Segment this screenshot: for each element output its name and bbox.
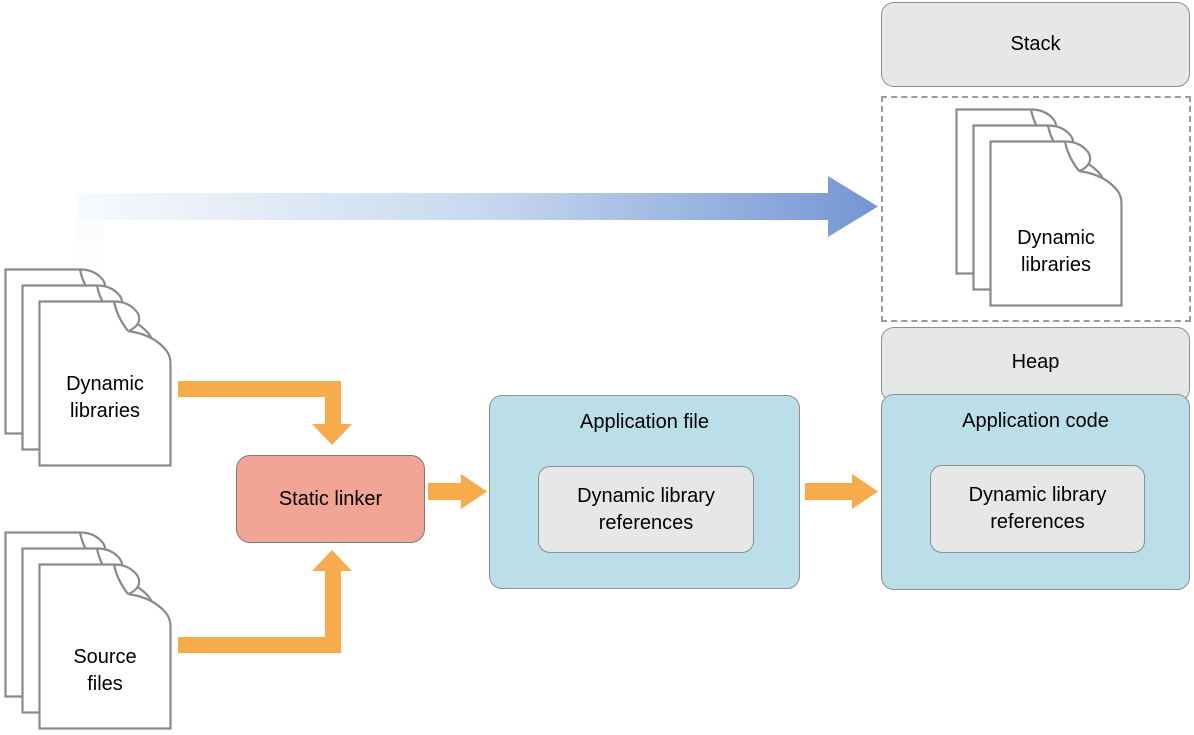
heap-dynamic-library-references-box: Dynamic library references [930,465,1145,553]
heap-dynamic-library-references-label: Dynamic library references [968,484,1107,533]
source-files-label: Source files [73,645,137,695]
application-file-title: Application file [580,411,709,433]
stack-box: Stack [881,2,1190,87]
arrow-application-file-to-heap [805,474,878,509]
memory-dynamic-libraries-label: Dynamic libraries [1017,226,1095,276]
static-linker-label: Static linker [278,487,383,510]
application-file-box: Application file Dynamic library referen… [489,395,800,589]
arrow-dynamic-libraries-to-static-linker [178,381,352,445]
document-stack-icon [4,531,172,730]
static-linker-box: Static linker [236,455,425,543]
arrow-dynamic-libraries-to-stack [77,176,878,237]
application-code-box: Application code Dynamic library referen… [881,394,1190,590]
loaded-dynamic-libraries-region: Dynamic libraries [881,96,1191,322]
heap-box: Heap [881,327,1190,402]
document-stack-icon [955,108,1123,307]
stack-label: Stack [1010,33,1061,55]
file-dynamic-library-references-box: Dynamic library references [538,466,754,553]
application-code-title: Application code [962,410,1109,432]
arrow-static-linker-to-application-file [428,474,487,509]
heap-label: Heap [1011,350,1060,373]
document-stack-icon [4,268,172,467]
dynamic-libraries-label: Dynamic libraries [66,372,144,422]
arrow-source-files-to-static-linker [178,550,352,653]
file-dynamic-library-references-label: Dynamic library references [577,484,715,534]
